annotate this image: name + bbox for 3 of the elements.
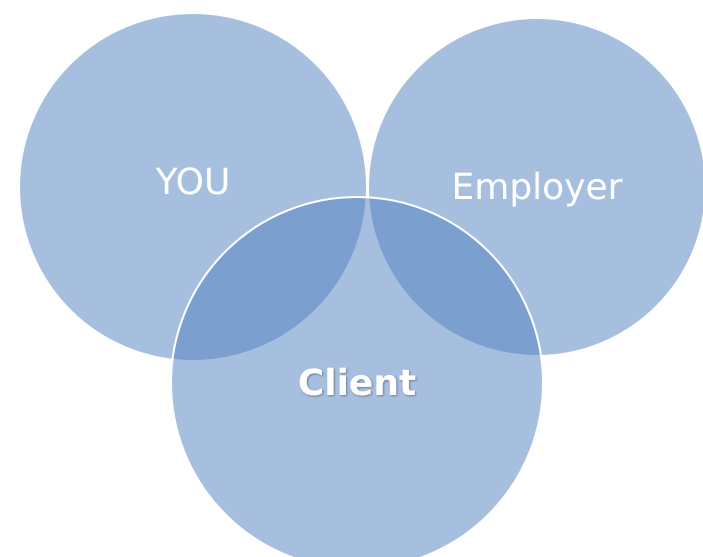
circle-label: Client [298,362,416,404]
circle-label: Employer [452,166,622,208]
circle-label: YOU [156,162,230,202]
